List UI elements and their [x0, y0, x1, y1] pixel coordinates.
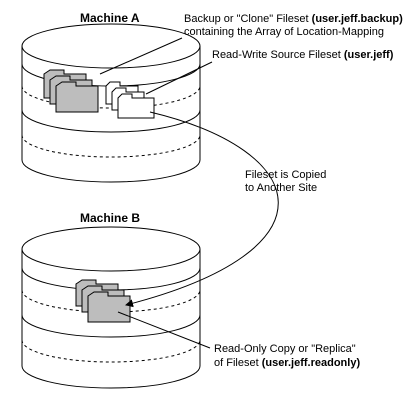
readonly-label-line1: Read-Only Copy or "Replica" — [214, 343, 356, 355]
backup-fileset-label-line2: containing the Array of Location-Mapping — [184, 26, 384, 38]
copy-arrow — [125, 111, 279, 308]
machine-a-title: Machine A — [80, 11, 140, 25]
machine-b-cylinder — [21, 226, 201, 389]
clone-fileset-folders — [43, 69, 99, 113]
readonly-label-line2: of Fileset (user.jeff.readonly) — [214, 357, 360, 369]
backup-leader-line — [99, 37, 183, 75]
readwrite-fileset-folders — [105, 81, 155, 119]
readonly-leader-line — [117, 311, 211, 349]
machine-b-title: Machine B — [80, 211, 140, 225]
backup-fileset-label: Backup or "Clone" Fileset (user.jeff.bac… — [184, 13, 403, 25]
readwrite-fileset-label: Read-Write Source Fileset (user.jeff) — [212, 49, 394, 61]
copied-label-line2: to Another Site — [245, 182, 317, 194]
readwrite-leader-line — [145, 61, 213, 95]
copied-label-line1: Fileset is Copied — [245, 169, 326, 181]
machine-a-cylinder — [21, 23, 201, 183]
replica-fileset-folders — [75, 279, 131, 323]
